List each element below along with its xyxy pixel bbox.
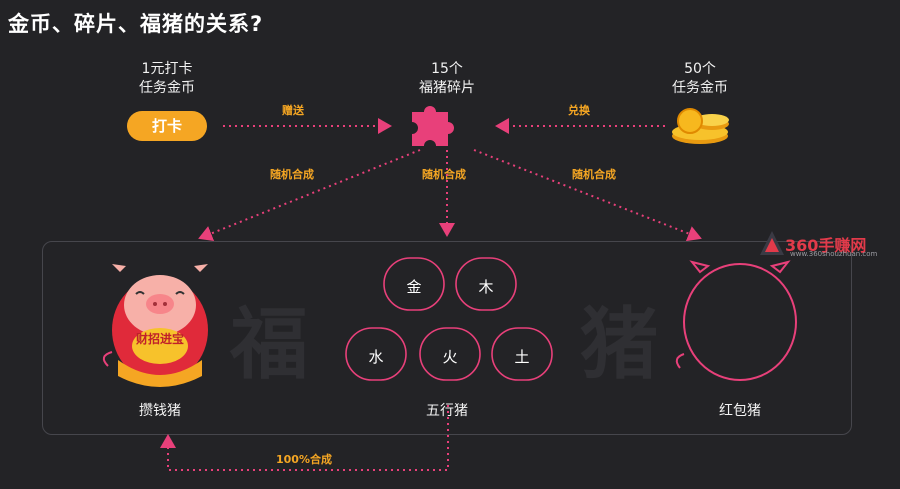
pig-panel bbox=[42, 241, 852, 435]
watermark-logo-icon bbox=[760, 231, 784, 255]
label-five-element-pig: 五行猪 bbox=[426, 403, 468, 419]
fragments-line2: 福猪碎片 bbox=[419, 80, 475, 96]
coins-line2: 任务金币 bbox=[672, 80, 728, 96]
five-element-pigs bbox=[345, 257, 553, 381]
fragments-line1: 15个 bbox=[431, 61, 463, 77]
fragments-caption: 15个 福猪碎片 bbox=[397, 60, 497, 98]
label-red-envelope-pig: 红包猪 bbox=[719, 403, 761, 419]
element-huo: 火 bbox=[442, 348, 458, 366]
bg-char-fu: 福 bbox=[230, 300, 309, 390]
puzzle-icon bbox=[412, 106, 454, 146]
watermark-url: www.360shouzhuan.com bbox=[790, 250, 878, 258]
checkin-caption: 1元打卡 任务金币 bbox=[117, 60, 217, 98]
checkin-line2: 任务金币 bbox=[139, 80, 195, 96]
element-mu: 木 bbox=[478, 278, 494, 296]
checkin-button[interactable]: 打卡 bbox=[127, 111, 207, 141]
gift-label: 赠送 bbox=[282, 104, 304, 117]
exchange-label: 兑换 bbox=[568, 104, 590, 117]
random-left-arrow bbox=[198, 149, 421, 241]
random-mid-label: 随机合成 bbox=[422, 168, 466, 181]
bg-char-zhu: 猪 bbox=[580, 300, 659, 390]
element-tu: 土 bbox=[514, 348, 530, 366]
gold-coins-icon bbox=[672, 108, 729, 144]
random-right-label: 随机合成 bbox=[572, 168, 616, 181]
page-title: 金币、碎片、福猪的关系? bbox=[8, 12, 264, 36]
label-saving-pig: 攒钱猪 bbox=[139, 403, 181, 419]
watermark-brand: 360手赚网 bbox=[785, 236, 867, 255]
red-envelope-pig-icon bbox=[675, 260, 797, 381]
lucky-pig-text: 财招进宝 bbox=[136, 332, 185, 346]
hundred-percent-label: 100%合成 bbox=[276, 453, 332, 466]
saving-pig-icon bbox=[102, 264, 208, 387]
random-right-arrow bbox=[473, 149, 702, 242]
random-left-label: 随机合成 bbox=[270, 168, 314, 181]
hundred-percent-arrow bbox=[160, 405, 449, 471]
checkin-line1: 1元打卡 bbox=[141, 61, 193, 77]
element-jin: 金 bbox=[406, 278, 422, 296]
coins-line1: 50个 bbox=[684, 61, 716, 77]
coins-caption: 50个 任务金币 bbox=[650, 60, 750, 98]
element-shui: 水 bbox=[368, 348, 384, 366]
